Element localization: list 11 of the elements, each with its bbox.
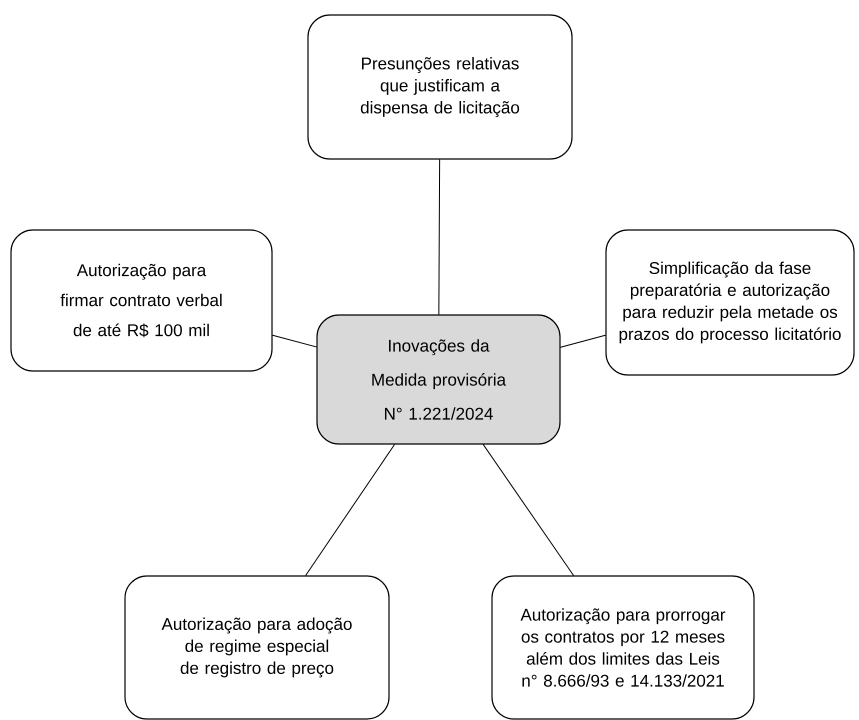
connector-line	[272, 334, 317, 348]
topic-box: Autorização para adoção de regime especial de registro de preço	[124, 575, 390, 720]
connector-line	[482, 444, 574, 576]
connector-line	[438, 159, 440, 315]
connector-line	[305, 444, 395, 576]
topic-box: Simplificação da fase preparatória e autorização para reduzir pela metade os prazos do processo licitatório	[605, 229, 855, 376]
topic-box: Autorização para prorrogar os contratos por 12 meses além dos limites das Leis n° 8.666/93 e 14.133/2021	[491, 575, 755, 720]
topic-box: Autorização para firmar contrato verbal de até R$ 100 mil	[10, 229, 273, 372]
connector-line	[560, 334, 606, 348]
center-box: Inovações da Medida provisória N° 1.221/2024	[316, 314, 561, 445]
topic-box: Presunções relativas que justificam a dispensa de licitação	[307, 14, 573, 160]
